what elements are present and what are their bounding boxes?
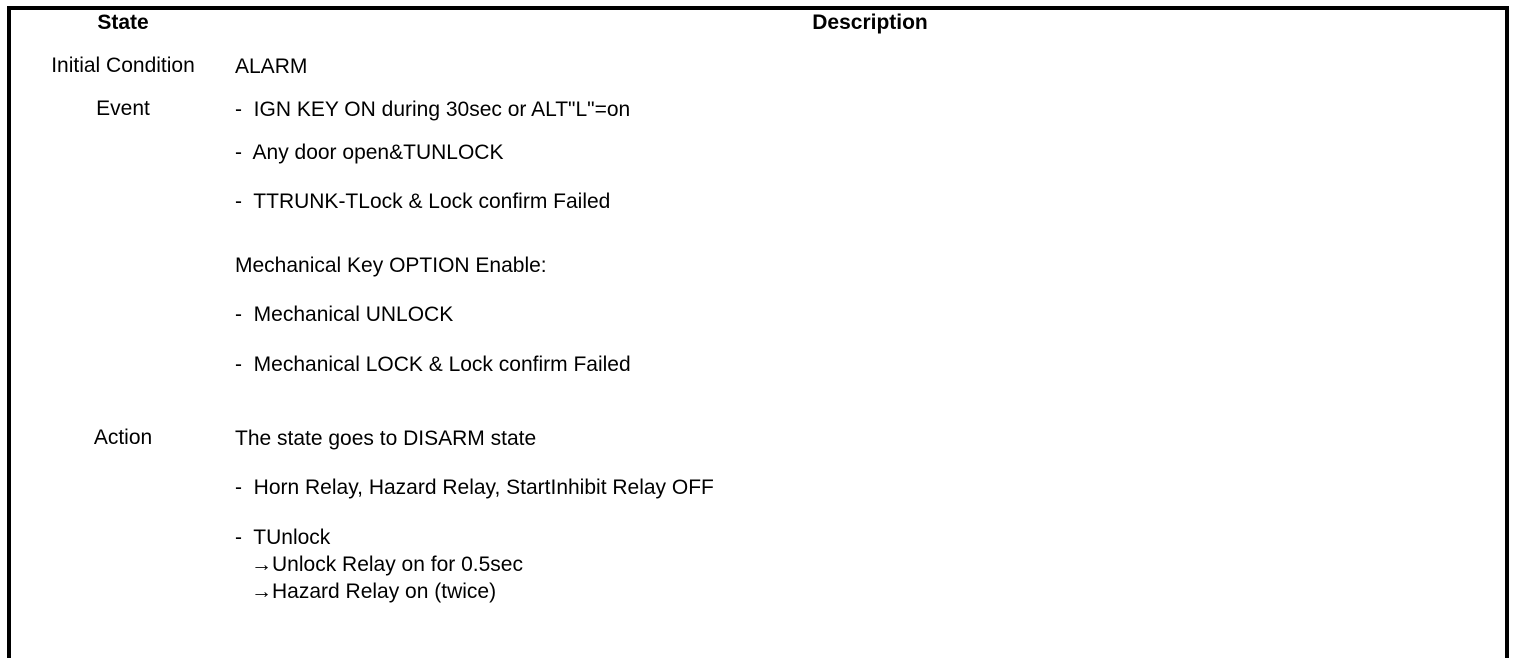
table-row-initial-condition: Initial Condition ALARM [11, 53, 1505, 96]
text-event-ttrunk-tlock: - TTRUNK-TLock & Lock confirm Failed [235, 190, 611, 214]
spacer [235, 452, 1505, 474]
text-action-tunlock: - TUnlock [235, 525, 331, 549]
cell-event-description-2: - Any door open&TUNLOCK - TTRUNK-TLock &… [235, 139, 1505, 252]
table-row-action: Action The state goes to DISARM state - … [11, 425, 1505, 662]
spacer [235, 329, 1505, 351]
cell-event-description-1: - IGN KEY ON during 30sec or ALT"L"=on [235, 96, 1505, 139]
row-label-event: Event [11, 96, 235, 425]
spacer [235, 502, 1505, 524]
row-label-action: Action [11, 425, 235, 662]
state-description-table: State Description Initial Condition ALAR… [7, 6, 1509, 662]
cell-action-description: The state goes to DISARM state - Horn Re… [235, 425, 1505, 662]
spacer [235, 166, 1505, 188]
row-label-initial-condition: Initial Condition [11, 53, 235, 96]
table: State Description Initial Condition ALAR… [11, 10, 1505, 662]
text-action-unlock-relay: →Unlock Relay on for 0.5sec [251, 552, 523, 576]
text-alarm: ALARM [235, 55, 308, 78]
text-mechanical-lock-failed: - Mechanical LOCK & Lock confirm Failed [235, 352, 631, 376]
table-row-event-3: Mechanical Key OPTION Enable: - Mechanic… [11, 252, 1505, 425]
text-mechanical-key-option-enable: Mechanical Key OPTION Enable: [235, 254, 547, 277]
column-header-state: State [11, 10, 235, 53]
text-mechanical-unlock: - Mechanical UNLOCK [235, 303, 454, 327]
text-action-hazard-relay: →Hazard Relay on (twice) [251, 580, 497, 604]
text-action-goes-to-disarm: The state goes to DISARM state [235, 427, 537, 450]
cell-event-description-3: Mechanical Key OPTION Enable: - Mechanic… [235, 252, 1505, 425]
cell-initial-condition-description: ALARM [235, 53, 1505, 96]
table-header-row: State Description [11, 10, 1505, 53]
table-row-event-2: - Any door open&TUNLOCK - TTRUNK-TLock &… [11, 139, 1505, 252]
table-row-event-1: Event - IGN KEY ON during 30sec or ALT"L… [11, 96, 1505, 425]
text-action-relays-off: - Horn Relay, Hazard Relay, StartInhibit… [235, 476, 714, 500]
text-event-ign-key: - IGN KEY ON during 30sec or ALT"L"=on [235, 98, 631, 121]
column-header-description: Description [235, 10, 1505, 53]
text-event-any-door-open: - Any door open&TUNLOCK [235, 141, 504, 164]
spacer [235, 279, 1505, 301]
